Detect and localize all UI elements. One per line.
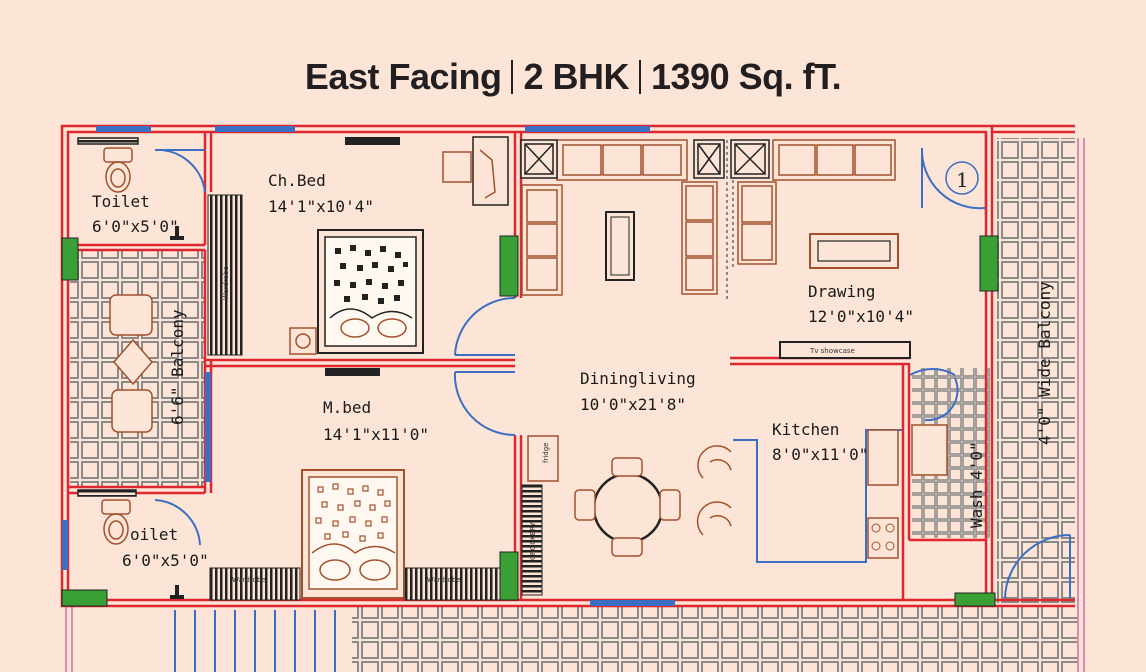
dining-name: Diningliving — [580, 369, 696, 388]
coffee-table-inner — [610, 216, 630, 276]
balcony-furniture — [109, 294, 153, 433]
doors — [154, 147, 1071, 599]
toilet1-name: Toilet — [92, 192, 150, 211]
fridge-label: fridge — [542, 443, 550, 463]
kitchen-name: Kitchen — [772, 420, 839, 439]
bottom-tiles — [352, 606, 1077, 672]
title-bhk: 2 BHK — [523, 56, 629, 97]
compound-lines — [65, 138, 1085, 672]
dining-size: 10'0"x21'8" — [580, 395, 686, 414]
toilet-fixtures — [77, 137, 139, 545]
toilet2-name: oilet — [130, 525, 178, 544]
mbed-ac — [325, 368, 380, 376]
title-facing: East Facing — [304, 56, 502, 97]
sofa-set — [521, 139, 896, 296]
room-labels: Toilet 6'0"x5'0" Ch.Bed 14'1"x10'4" 6'6"… — [92, 171, 1054, 584]
kitchen-size: 8'0"x11'0" — [772, 445, 868, 464]
chbed-lamp — [295, 333, 311, 349]
stove — [867, 517, 899, 559]
wide-balcony-tiles — [997, 138, 1075, 603]
crockery-unit — [521, 484, 543, 596]
mbed-size: 14'1"x11'0" — [323, 425, 429, 444]
drawing-size: 12'0"x10'4" — [808, 307, 914, 326]
dining-table — [574, 457, 681, 557]
plan-title: East Facing 2 BHK 1390 Sq. fT. — [0, 56, 1146, 98]
title-divider — [511, 60, 514, 94]
balcony-name: 6'6" Balcony — [168, 309, 187, 425]
chbed-size: 14'1"x10'4" — [268, 197, 374, 216]
chbed-side-table — [289, 327, 317, 355]
tv-showcase-label: Tv showcase — [809, 347, 855, 355]
entrance-steps — [174, 610, 336, 672]
bar-stools — [696, 445, 732, 536]
wash-sink — [911, 424, 948, 476]
crockery-label: CROCKERY — [529, 521, 537, 560]
toilet2-size: 6'0"x5'0" — [122, 551, 209, 570]
wardrobe-label-3: Wardrobe — [427, 576, 461, 584]
drawing-table — [809, 233, 899, 269]
chbed-bed — [317, 229, 424, 354]
wide-balcony-name: 4'0" Wide Balcony — [1035, 281, 1054, 445]
mbed-bed — [301, 469, 405, 599]
tv-showcase — [779, 341, 911, 359]
drawing-name: Drawing — [808, 282, 875, 301]
stove-burners — [871, 523, 895, 551]
drawing-table-inner — [817, 240, 891, 262]
study-desk — [442, 136, 509, 206]
wardrobe-label-1: Wardrobe — [222, 266, 230, 300]
toilet-tiles — [918, 540, 988, 600]
wardrobe-mbed-right — [404, 567, 501, 601]
marker-number: 1 — [956, 168, 969, 192]
wardrobe-label-2: Wardrobe — [232, 576, 266, 584]
side-tables — [520, 139, 770, 179]
windows — [61, 126, 999, 607]
wardrobe-chbed — [207, 194, 243, 356]
title-divider — [639, 60, 641, 94]
faucet-icon — [170, 226, 184, 599]
chbed-ac — [345, 137, 400, 145]
mbed-name: M.bed — [323, 398, 371, 417]
toilet1-size: 6'0"x5'0" — [92, 217, 179, 236]
title-area: 1390 Sq. fT. — [651, 56, 842, 97]
kitchen-sink — [867, 429, 899, 486]
chbed-name: Ch.Bed — [268, 171, 326, 190]
wash-name: Wash 4'0" — [967, 441, 986, 528]
coffee-table — [605, 211, 635, 281]
fridge — [527, 435, 559, 482]
marker-circle — [945, 161, 979, 195]
wardrobe-mbed-left — [209, 567, 301, 601]
